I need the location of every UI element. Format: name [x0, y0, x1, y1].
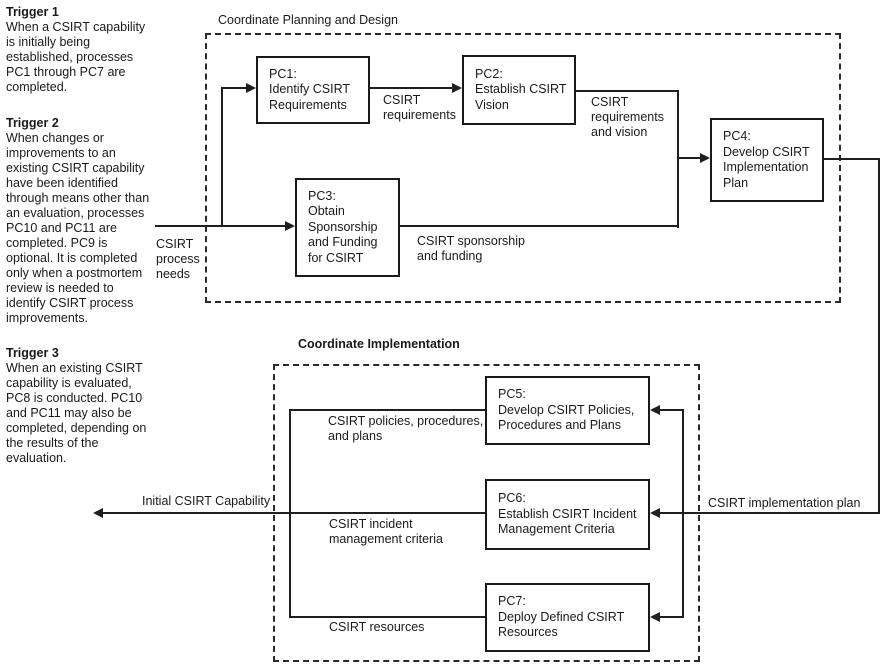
edge-pc5-output-line — [289, 409, 485, 411]
label-csirt-incident-criteria: CSIRT incident management criteria — [329, 517, 443, 547]
edge-pc2-output-line — [576, 90, 679, 92]
implementation-group-label: Coordinate Implementation — [298, 337, 460, 352]
arrowhead-into-pc5 — [650, 405, 660, 415]
process-box-pc2: PC2: Establish CSIRT Vision — [462, 55, 576, 125]
label-csirt-sponsorship-funding: CSIRT sponsorship and funding — [417, 234, 525, 264]
trigger-3-note: Trigger 3 When an existing CSIRT capabil… — [6, 346, 166, 466]
process-box-pc5: PC5: Develop CSIRT Policies, Procedures … — [485, 376, 650, 445]
arrowhead-into-pc2 — [452, 83, 462, 93]
process-box-pc1: PC1: Identify CSIRT Requirements — [256, 56, 370, 124]
trigger-2-body: When changes or improvements to an exist… — [6, 131, 150, 325]
trigger-2-title: Trigger 2 — [6, 116, 59, 130]
label-csirt-resources: CSIRT resources — [329, 620, 425, 635]
edge-pc1-to-pc2-line — [370, 87, 452, 89]
edge-input-branch-vertical — [221, 87, 223, 227]
edge-pc3-output-line — [400, 225, 679, 227]
trigger-2-note: Trigger 2 When changes or improvements t… — [6, 116, 166, 326]
edge-into-pc5-line — [659, 409, 684, 411]
arrowhead-initial-capability — [93, 508, 103, 518]
edge-right-vertical — [878, 158, 880, 514]
process-box-pc4: PC4: Develop CSIRT Implementation Plan — [710, 118, 824, 202]
trigger-1-note: Trigger 1 When a CSIRT capability is ini… — [6, 5, 166, 95]
edge-fanout-vertical — [682, 409, 684, 618]
edge-into-pc7-line — [659, 616, 684, 618]
arrowhead-into-pc6 — [650, 508, 660, 518]
process-box-pc7: PC7: Deploy Defined CSIRT Resources — [485, 583, 650, 652]
label-csirt-implementation-plan: CSIRT implementation plan — [708, 496, 861, 511]
label-initial-csirt-capability: Initial CSIRT Capability — [142, 494, 271, 509]
arrowhead-into-pc1 — [246, 83, 256, 93]
trigger-3-title: Trigger 3 — [6, 346, 59, 360]
edge-implementation-plan-line — [659, 512, 880, 514]
trigger-3-body: When an existing CSIRT capability is eva… — [6, 361, 147, 465]
arrowhead-into-pc4 — [700, 153, 710, 163]
edge-pc4-output-line — [824, 158, 880, 160]
edge-merge-vertical — [677, 90, 679, 228]
edge-into-pc1-line — [221, 87, 246, 89]
planning-group-box — [205, 33, 841, 303]
process-box-pc3: PC3: Obtain Sponsorship and Funding for … — [295, 178, 400, 277]
label-csirt-requirements-vision: CSIRT requirements and vision — [591, 95, 664, 140]
label-csirt-requirements: CSIRT requirements — [383, 93, 456, 123]
label-csirt-process-needs: CSIRT process needs — [156, 237, 200, 282]
label-csirt-policies-procedures: CSIRT policies, procedures, and plans — [328, 414, 484, 444]
planning-group-label: Coordinate Planning and Design — [218, 13, 398, 28]
trigger-1-title: Trigger 1 — [6, 5, 59, 19]
edge-into-pc4-line — [677, 157, 701, 159]
process-box-pc6: PC6: Establish CSIRT Incident Management… — [485, 479, 650, 550]
arrowhead-into-pc7 — [650, 612, 660, 622]
edge-pc7-output-line — [289, 616, 485, 618]
edge-initial-capability-line — [101, 512, 485, 514]
trigger-1-body: When a CSIRT capability is initially bei… — [6, 20, 146, 94]
arrowhead-into-pc3 — [285, 221, 295, 231]
